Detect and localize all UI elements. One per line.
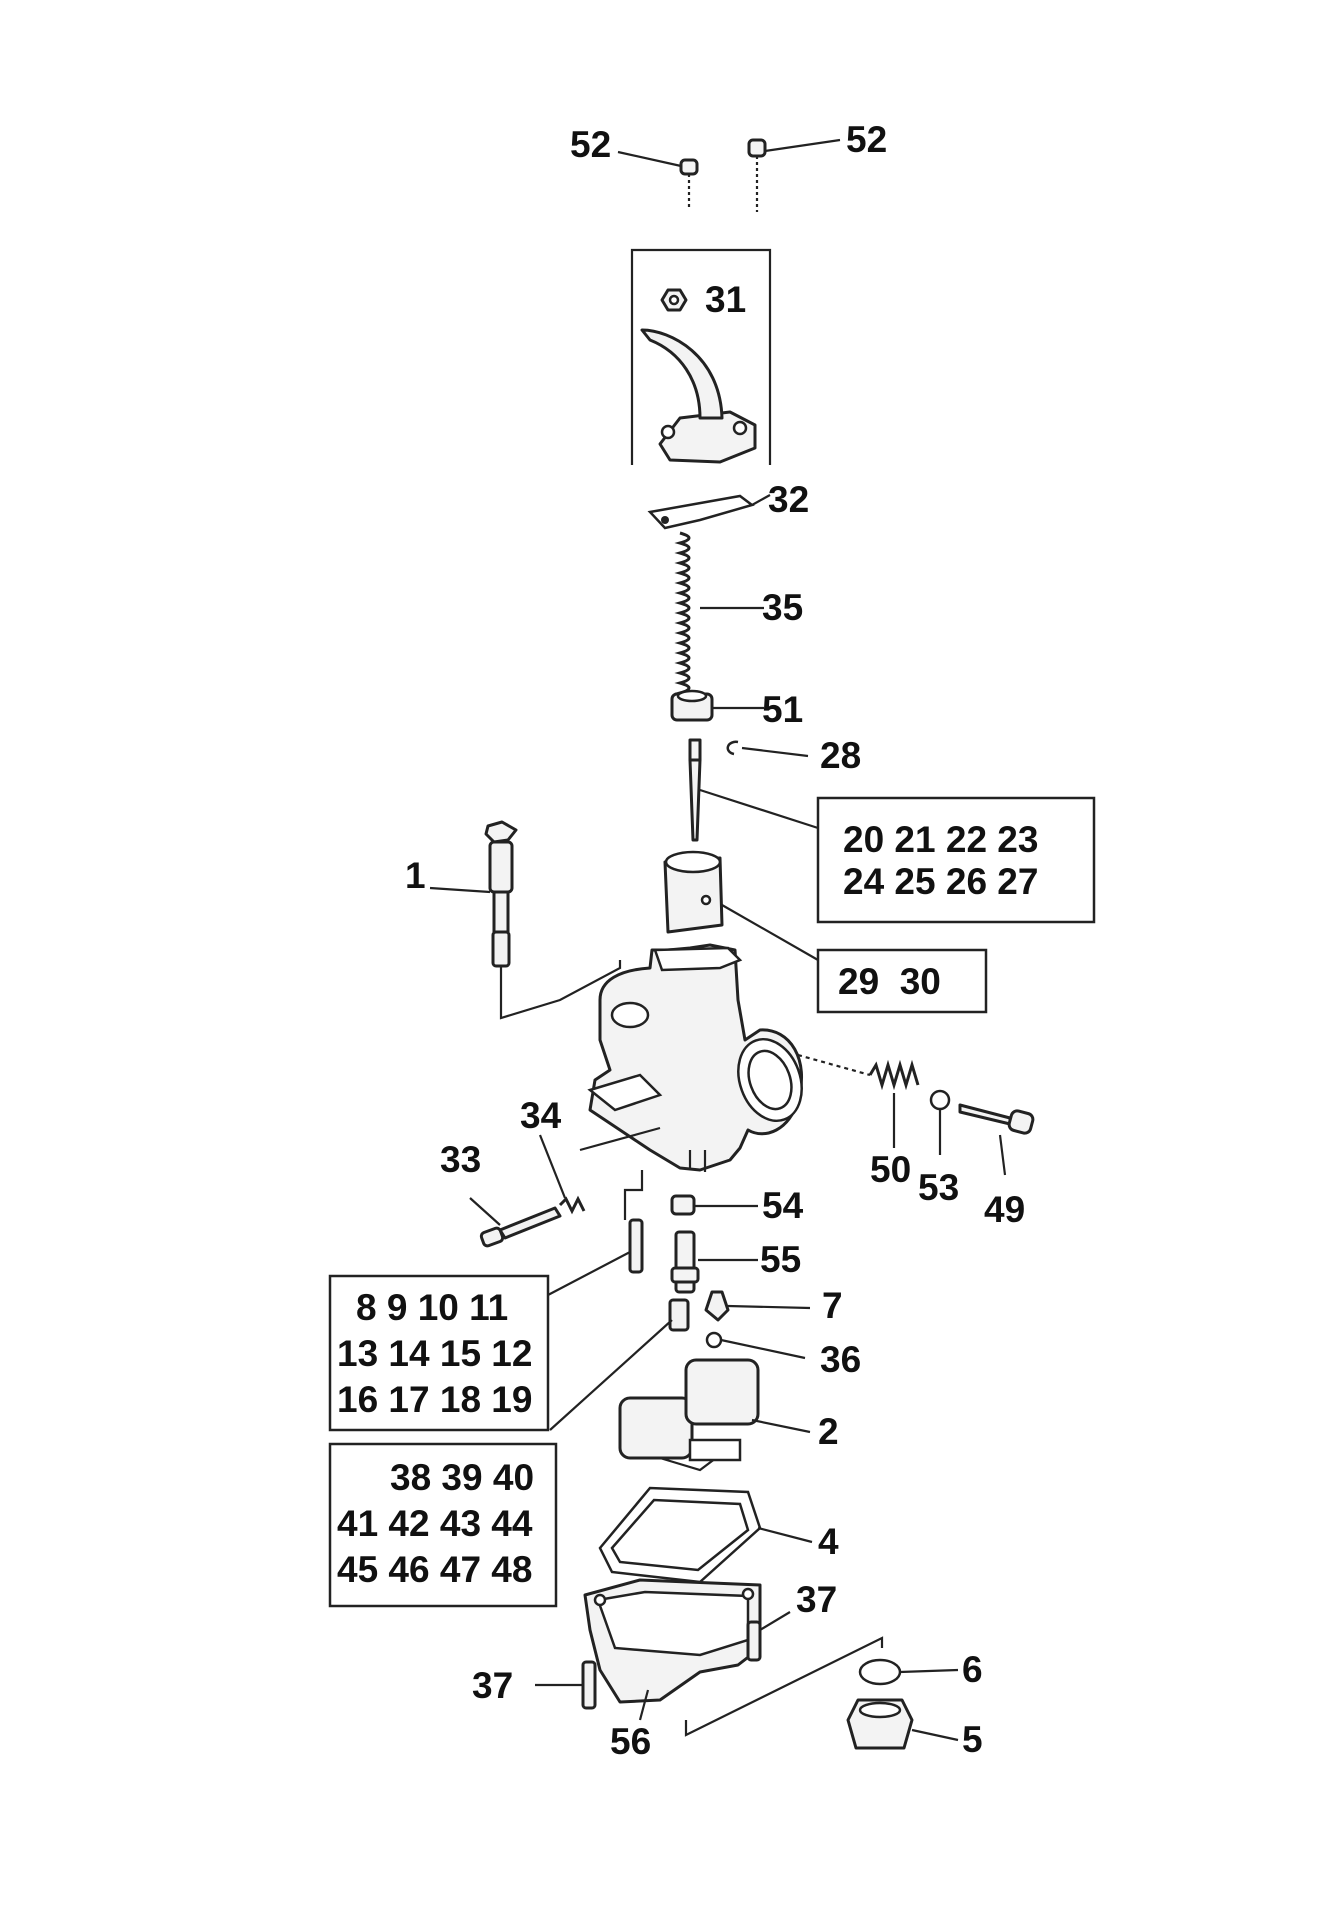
pilot-jet-box <box>328 1274 550 1432</box>
main-jet-row-1: 38 39 40 <box>390 1457 534 1498</box>
callout-bowl-oring: 6 <box>962 1649 983 1690</box>
needle-jet <box>670 1230 700 1294</box>
spring-seat <box>670 689 714 722</box>
bowl-screw-right <box>746 1620 762 1662</box>
throttle-valve-box <box>816 948 988 1014</box>
air-screw-spring <box>868 1059 920 1091</box>
callout-idle-screw: 1 <box>405 855 426 896</box>
needle-seat <box>670 1194 696 1216</box>
bowl-screw-left <box>581 1660 597 1710</box>
callout-drain-plug: 5 <box>962 1719 983 1760</box>
jet-needle-box <box>816 796 1096 924</box>
pilot-jet-row-3: 16 17 18 19 <box>337 1379 532 1420</box>
cap-nut <box>660 288 688 312</box>
top-screw-right <box>747 138 767 212</box>
pilot-screw-spring <box>558 1195 586 1215</box>
callout-air-washer: 53 <box>918 1167 959 1208</box>
pilot-jet-row-2: 13 14 15 12 <box>337 1333 532 1374</box>
callout-pilot-screw: 33 <box>440 1139 481 1180</box>
pilot-jet <box>628 1218 644 1274</box>
main-jet-row-3: 45 46 47 48 <box>337 1549 532 1590</box>
top-screw-left <box>679 158 699 207</box>
jet-needle-row-1: 20 21 22 23 <box>843 819 1038 860</box>
callout-bowl-screw-left: 37 <box>472 1665 513 1706</box>
top-gasket <box>647 494 755 530</box>
air-screw-washer <box>929 1089 951 1111</box>
idle-adjust-screw <box>484 820 518 968</box>
callout-air-spring: 50 <box>870 1149 911 1190</box>
callout-ball: 36 <box>820 1339 861 1380</box>
callout-screw-left: 52 <box>570 124 611 165</box>
pilot-screw <box>479 1206 562 1248</box>
callout-float-bowl: 56 <box>610 1721 651 1762</box>
callout-needle-jet: 55 <box>760 1239 801 1280</box>
callout-float: 2 <box>818 1411 839 1452</box>
callout-spring: 35 <box>762 587 803 628</box>
check-ball <box>705 1331 723 1349</box>
main-jet <box>668 1298 690 1332</box>
callout-pilot-spring: 34 <box>520 1095 562 1136</box>
drain-plug-oring <box>858 1658 902 1686</box>
callout-needle-seat: 54 <box>762 1185 804 1226</box>
main-jet-box <box>328 1442 558 1608</box>
callout-gasket-top: 32 <box>768 479 809 520</box>
callout-bowl-screw-right: 37 <box>796 1579 837 1620</box>
callout-spring-seat: 51 <box>762 689 803 730</box>
throttle-valve-row-1: 29 30 <box>838 961 941 1002</box>
float <box>618 1358 760 1472</box>
callout-air-screw: 49 <box>984 1189 1025 1230</box>
drain-plug <box>846 1698 914 1750</box>
throttle-spring <box>674 531 691 715</box>
main-jet-row-2: 41 42 43 44 <box>337 1503 533 1544</box>
callout-float-gasket: 4 <box>818 1521 839 1562</box>
jet-needle <box>688 738 702 842</box>
callout-cap-nut: 31 <box>705 279 746 320</box>
callout-screw-right: 52 <box>846 119 887 160</box>
pilot-jet-row-1: 8 9 10 11 <box>356 1287 508 1328</box>
throttle-valve <box>663 850 724 934</box>
float-bowl <box>583 1578 762 1704</box>
callout-float-valve: 7 <box>822 1285 843 1326</box>
top-cap <box>640 328 757 464</box>
jet-needle-row-2: 24 25 26 27 <box>843 861 1038 902</box>
carburetor-body <box>587 943 804 1172</box>
needle-clip <box>726 740 739 756</box>
air-screw <box>958 1103 1035 1135</box>
float-bowl-gasket <box>598 1486 762 1584</box>
float-valve <box>704 1290 730 1322</box>
callout-clip: 28 <box>820 735 861 776</box>
